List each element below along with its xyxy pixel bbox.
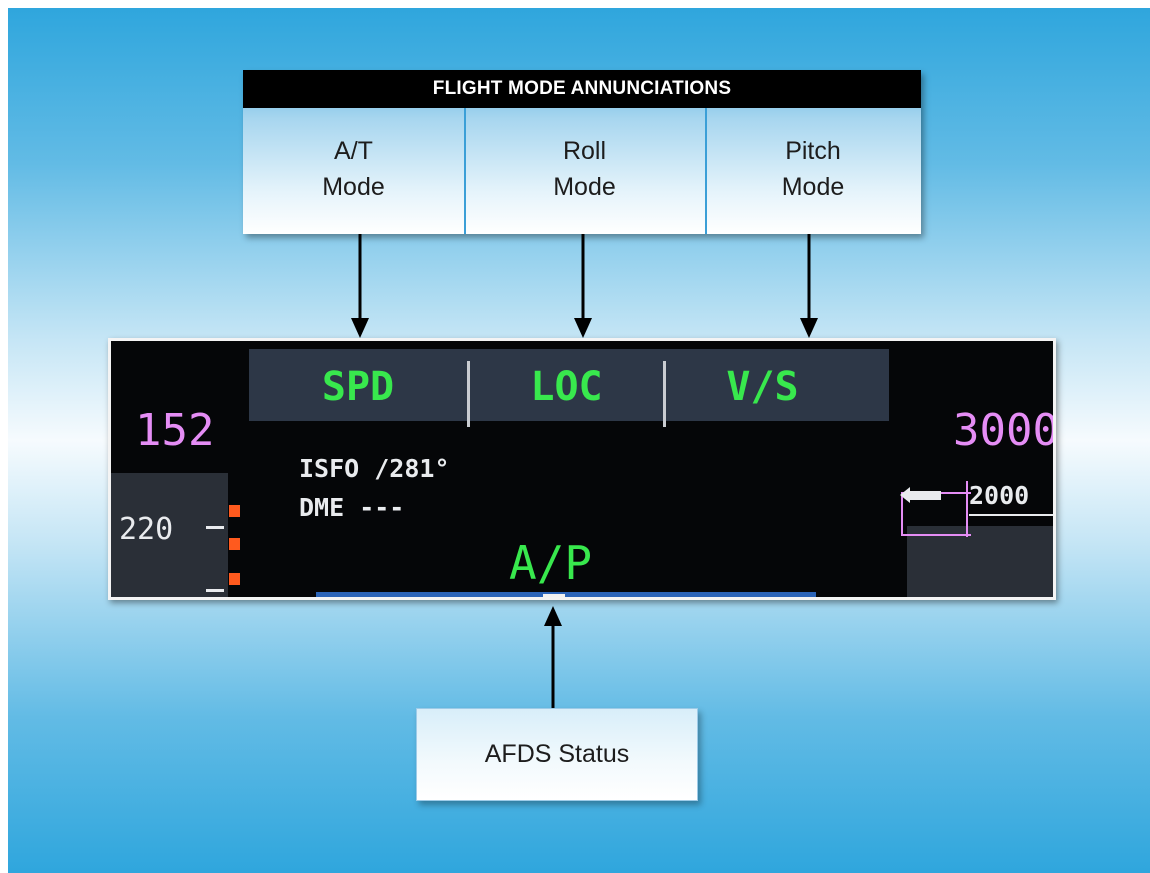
- roll-mode-value: LOC: [530, 364, 603, 410]
- pitch-mode-line1: Pitch: [785, 137, 841, 165]
- altitude-tape: [907, 526, 1053, 597]
- fma-columns: A/T Mode Roll Mode Pitch Mode: [243, 108, 921, 234]
- speed-tick: [206, 589, 224, 592]
- column-divider: [705, 108, 707, 234]
- roll-mode-line2: Mode: [553, 173, 616, 201]
- speed-bug: [229, 505, 240, 517]
- fma-separator: [467, 361, 470, 427]
- altitude-pointer: [900, 487, 910, 503]
- altitude-underline: [969, 514, 1053, 516]
- pitch-mode-value: V/S: [726, 364, 799, 410]
- afds-status-box: AFDS Status: [416, 708, 698, 801]
- pitch-mode-line2: Mode: [781, 173, 845, 201]
- speed-bug: [229, 538, 240, 550]
- altitude-tape-value: 2000: [969, 481, 1030, 510]
- column-divider: [464, 108, 466, 234]
- attitude-marker: [543, 594, 565, 597]
- speed-bug: [229, 573, 240, 585]
- altitude-box-edge: [966, 481, 968, 537]
- nav-line-1: ISFO /281°: [299, 454, 450, 483]
- pfd-display: SPD LOC V/S 152 3000 220 ISFO /281° DME …: [108, 338, 1056, 600]
- at-mode-line1: A/T: [334, 137, 373, 165]
- at-mode-label: A/T Mode: [243, 108, 464, 234]
- at-mode-line2: Mode: [322, 173, 385, 201]
- afds-annunciation: A/P: [509, 536, 593, 590]
- attitude-strip: [316, 592, 816, 597]
- fma-separator: [663, 361, 666, 427]
- pitch-mode-label: Pitch Mode: [705, 108, 921, 234]
- fma-title: FLIGHT MODE ANNUNCIATIONS: [243, 70, 921, 108]
- speed-tape-value: 220: [119, 512, 174, 547]
- speed-tick: [206, 526, 224, 529]
- nav-line-2: DME ---: [299, 493, 405, 522]
- selected-altitude: 3000: [953, 405, 1056, 456]
- selected-speed: 152: [135, 405, 215, 456]
- roll-mode-line1: Roll: [562, 137, 607, 165]
- fma-bar: SPD LOC V/S: [249, 349, 889, 427]
- afds-status-label: AFDS Status: [484, 740, 630, 768]
- at-mode-value: SPD: [321, 364, 395, 410]
- roll-mode-label: Roll Mode: [464, 108, 705, 234]
- altitude-bug: [907, 491, 941, 500]
- fma-header-panel: FLIGHT MODE ANNUNCIATIONS A/T Mode Roll …: [243, 70, 921, 234]
- speed-tape: [111, 473, 228, 597]
